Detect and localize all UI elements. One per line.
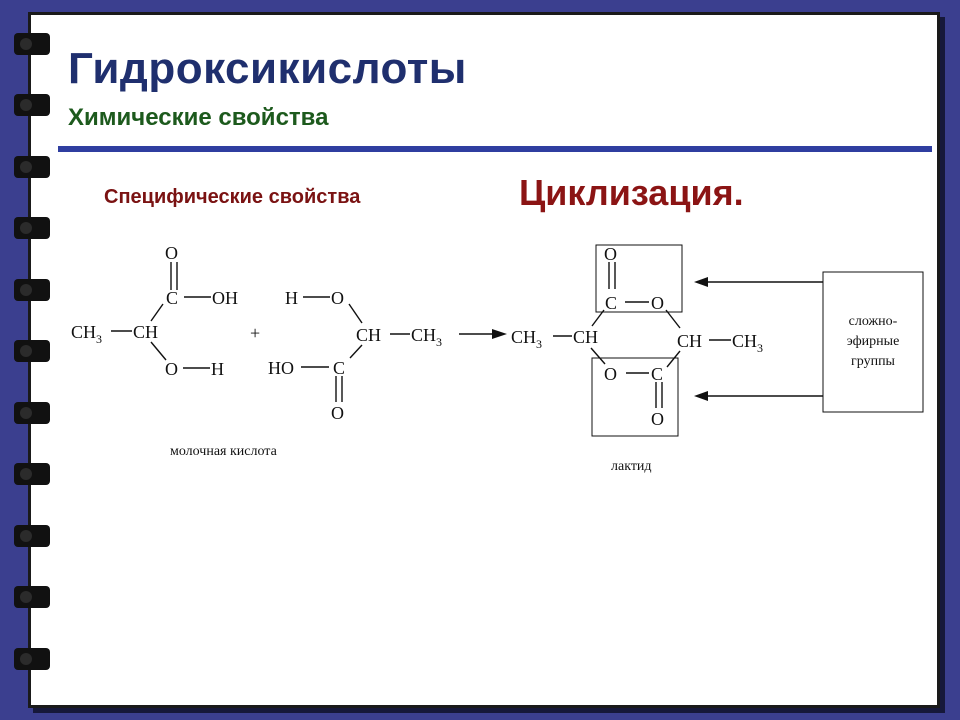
lactide-label: лактид: [611, 459, 652, 474]
atom-label: H: [211, 359, 224, 379]
atom-label: CH3: [732, 331, 763, 355]
atom-label: CH3: [511, 327, 542, 351]
atom-label: C: [166, 288, 178, 308]
atom-label: H: [285, 288, 298, 308]
atom-label: CH3: [411, 325, 442, 349]
binder-ring: [14, 463, 50, 485]
atom-label: CH: [356, 325, 381, 345]
atom-label: O: [651, 409, 664, 429]
atom-label: OH: [212, 288, 238, 308]
slide-page: [28, 12, 940, 708]
atom-label: O: [165, 359, 178, 379]
atom-label: O: [331, 288, 344, 308]
binder-ring: [14, 279, 50, 301]
atom-label: O: [604, 364, 617, 384]
binder-ring: [14, 33, 50, 55]
page-title: Гидроксикислоты: [68, 44, 467, 93]
binder-ring: [14, 340, 50, 362]
ester-groups-label: эфирные: [847, 334, 900, 349]
atom-label: C: [333, 358, 345, 378]
binder-ring: [14, 217, 50, 239]
binder-ring: [14, 525, 50, 547]
bond-lines: [111, 244, 924, 437]
atom-label: O: [165, 243, 178, 263]
atom-label: C: [605, 293, 617, 313]
plus-sign: +: [250, 323, 260, 343]
atom-label: CH: [677, 331, 702, 351]
binder-ring: [14, 156, 50, 178]
page-subtitle: Химические свойства: [68, 104, 329, 131]
atom-label: O: [651, 293, 664, 313]
atom-label: CH3: [71, 322, 102, 346]
atom-label: CH: [133, 322, 158, 342]
binder-ring: [14, 648, 50, 670]
binder-ring: [14, 586, 50, 608]
title-divider: [58, 146, 932, 152]
ester-groups-label: сложно-: [849, 314, 898, 329]
atom-label: O: [604, 244, 617, 264]
arrow-heads: [492, 277, 708, 401]
section-label: Специфические свойства: [104, 186, 361, 208]
atom-label: C: [651, 364, 663, 384]
binder-ring: [14, 402, 50, 424]
reaction-heading: Циклизация.: [519, 172, 744, 213]
binder-ring: [14, 94, 50, 116]
ester-groups-label: группы: [851, 354, 896, 369]
atom-label: HO: [268, 358, 294, 378]
atom-label: O: [331, 403, 344, 423]
lactic-acid-label: молочная кислота: [170, 444, 278, 459]
atom-label: CH: [573, 327, 598, 347]
